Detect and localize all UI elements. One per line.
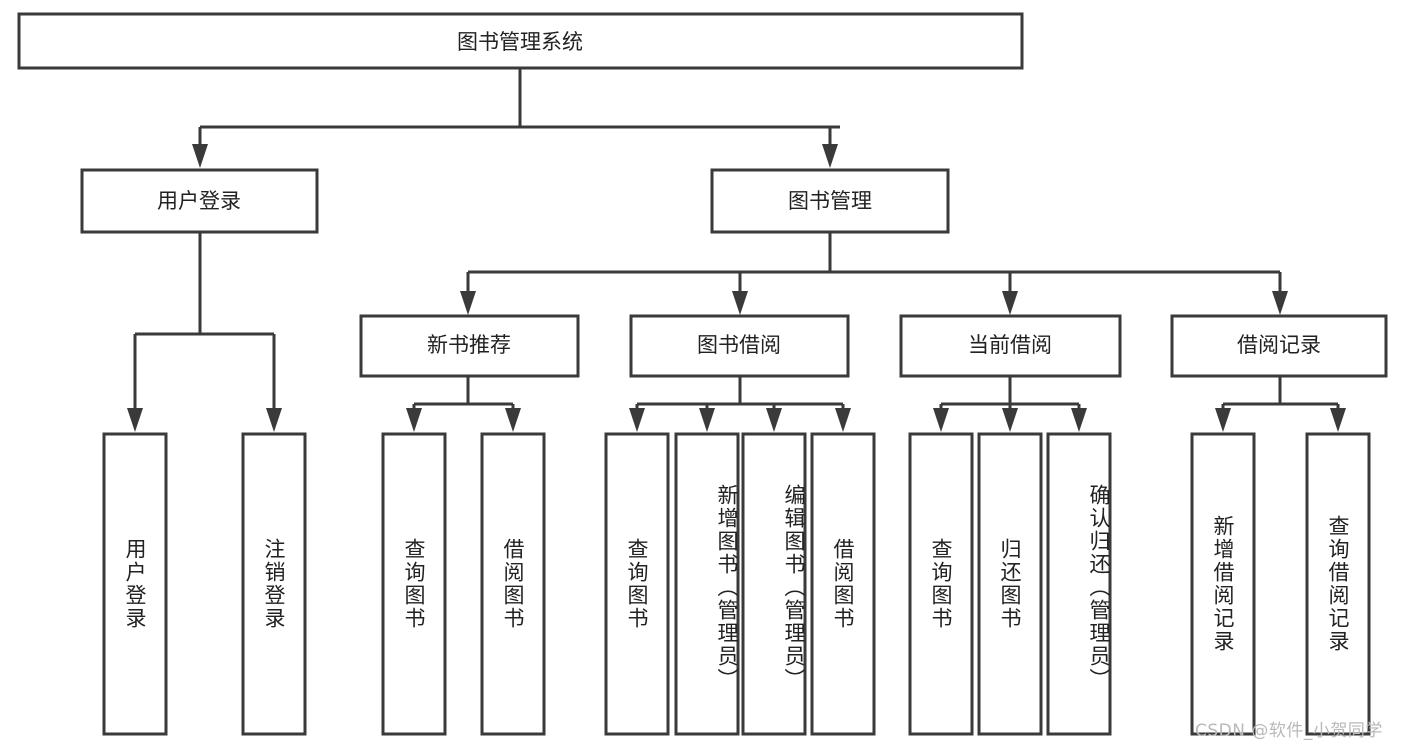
leaf-boxes <box>102 432 1371 736</box>
node-leaf-8-box[interactable] <box>810 432 876 736</box>
node-leaf-2-box[interactable] <box>241 432 307 736</box>
node-leaf-12-box[interactable] <box>1190 432 1256 736</box>
connector-group-bookmgmt <box>460 233 1288 315</box>
node-leaf-10-box[interactable] <box>977 432 1043 736</box>
connector-group-records <box>1215 376 1346 432</box>
arrow-head-borrow <box>732 291 748 315</box>
arrow-head-records <box>1272 291 1288 315</box>
node-leaf-4-box[interactable] <box>480 432 546 736</box>
connector-group-borrow <box>629 376 851 432</box>
arrow-head-leaf-4 <box>505 408 521 432</box>
connector-group-login <box>127 233 282 432</box>
arrow-head-bookmgmt <box>822 144 838 168</box>
arrow-head-leaf-9 <box>933 408 949 432</box>
node-login-box[interactable] <box>80 168 319 234</box>
node-bookmgmt-label: 图书管理 <box>788 189 872 213</box>
node-borrow-box[interactable] <box>629 314 850 378</box>
node-leaf-1-box[interactable] <box>102 432 168 736</box>
node-leaf-5-box[interactable] <box>604 432 670 736</box>
node-leaf-3-box[interactable] <box>381 432 447 736</box>
arrow-head-leaf-5 <box>629 408 645 432</box>
connector-group-newbook <box>406 376 521 432</box>
arrow-head-leaf-12 <box>1215 408 1231 432</box>
node-login-label: 用户登录 <box>157 189 241 213</box>
arrow-head-leaf-8 <box>835 408 851 432</box>
node-bookmgmt-box[interactable] <box>710 168 950 234</box>
arrow-head-leaf-11 <box>1071 408 1087 432</box>
arrow-head-leaf-13 <box>1330 408 1346 432</box>
node-leaf-11-box[interactable] <box>1046 432 1112 736</box>
node-borrow[interactable]: 图书借阅 <box>629 314 850 378</box>
node-newbook[interactable]: 新书推荐 <box>359 314 580 378</box>
node-records-box[interactable] <box>1170 314 1388 378</box>
connector-group-root <box>192 68 840 168</box>
node-records[interactable]: 借阅记录 <box>1170 314 1388 378</box>
node-leaf-13-box[interactable] <box>1305 432 1371 736</box>
node-records-label: 借阅记录 <box>1237 333 1321 357</box>
arrow-head-leaf-10 <box>1002 408 1018 432</box>
node-root-box[interactable] <box>17 12 1024 70</box>
arrow-head-leaf-1 <box>127 408 143 432</box>
arrow-head-leaf-2 <box>266 408 282 432</box>
node-login[interactable]: 用户登录 <box>80 168 319 234</box>
node-root[interactable]: 图书管理系统 <box>17 12 1024 70</box>
arrow-head-leaf-6 <box>699 408 715 432</box>
node-current[interactable]: 当前借阅 <box>899 314 1122 378</box>
node-root-label: 图书管理系统 <box>457 30 583 54</box>
arrow-head-newbook <box>460 291 476 315</box>
connector-group-current <box>933 376 1087 432</box>
arrow-head-leaf-3 <box>406 408 422 432</box>
node-bookmgmt[interactable]: 图书管理 <box>710 168 950 234</box>
node-newbook-box[interactable] <box>359 314 580 378</box>
node-leaf-6-box[interactable] <box>674 432 740 736</box>
node-leaf-7-box[interactable] <box>741 432 807 736</box>
node-current-label: 当前借阅 <box>968 333 1052 357</box>
node-current-box[interactable] <box>899 314 1122 378</box>
node-borrow-label: 图书借阅 <box>697 333 781 357</box>
arrow-head-current <box>1002 291 1018 315</box>
arrow-head-login <box>192 144 208 168</box>
arrow-head-leaf-7 <box>766 408 782 432</box>
node-newbook-label: 新书推荐 <box>427 333 511 357</box>
node-leaf-9-box[interactable] <box>908 432 974 736</box>
